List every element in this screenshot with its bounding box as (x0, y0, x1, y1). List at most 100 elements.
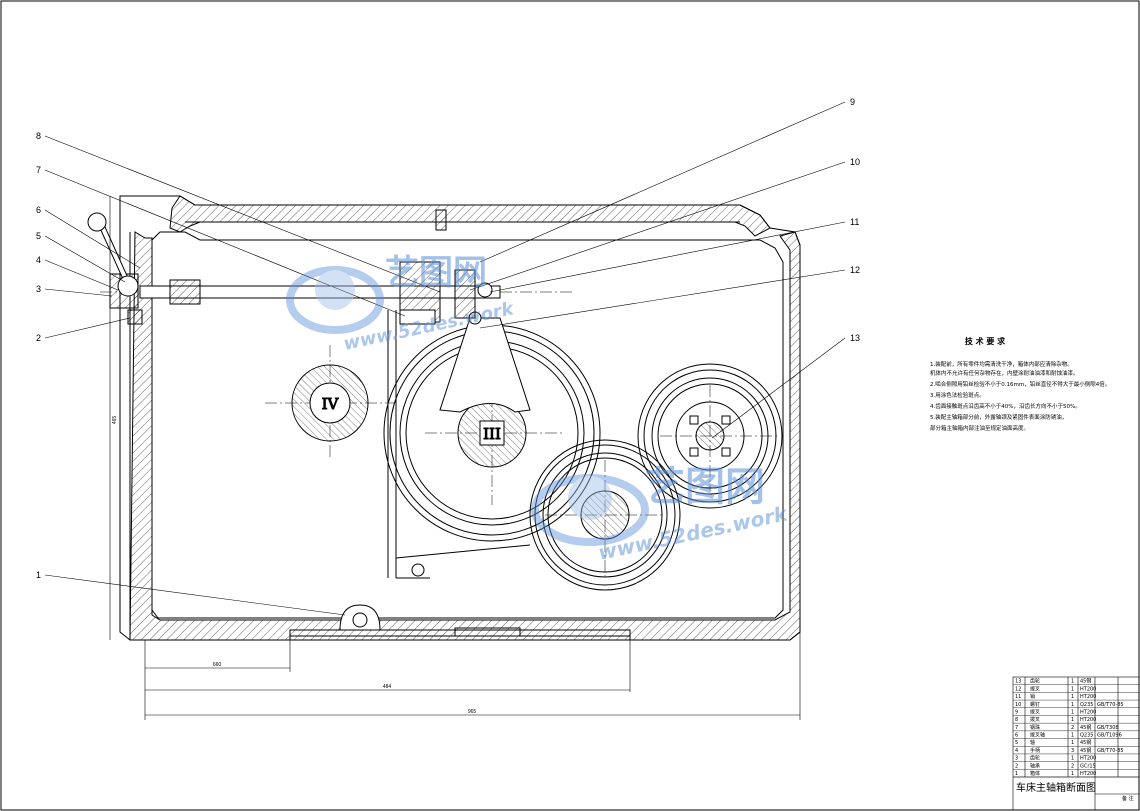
tech-note-line: 4.齿面接触斑点沿齿高不小于40%，沿齿长方向不小于50%。 (930, 402, 1081, 410)
bom-cell-name: 齿轮 (1030, 678, 1040, 685)
bom-cell-no: 1 (1015, 771, 1018, 777)
tech-note-line: 机体内不允许有任何杂物存在，内壁涂耐油油漆和耐蚀油漆。 (930, 369, 1079, 377)
bom-cell-material: HT200 (1080, 771, 1096, 777)
bom-cell-qty: 1 (1071, 709, 1074, 715)
leader-lines (44, 101, 846, 616)
bom-cell-name: 钢珠 (1030, 724, 1040, 731)
callout-10: 10 (850, 157, 860, 167)
dim-height: 465 (112, 416, 118, 425)
callout-3: 3 (36, 284, 41, 294)
bom-cell-material: HT200 (1080, 756, 1096, 762)
watermark-brand: 艺图网 (645, 464, 765, 510)
shaft-iii-label: III (483, 425, 501, 443)
bom-cell-qty: 1 (1071, 740, 1074, 746)
drain-plug (339, 604, 381, 631)
bom-cell-no: 13 (1015, 679, 1021, 685)
callout-7: 7 (36, 165, 41, 175)
tech-note-line: 部分箱主轴箱内部注油至规定油面高度。 (930, 424, 1029, 432)
right-gear (637, 363, 783, 509)
drawing-title: 车床主轴箱断面图 (1016, 781, 1096, 794)
bom-cell-qty: 1 (1071, 686, 1074, 692)
bom-cell-qty: 1 (1071, 702, 1074, 708)
bom-cell-name: 箱体 (1030, 770, 1040, 777)
tech-note-line: 5.装配主轴箱部分前，外露轴颈及紧固件表面涂防锈油， (930, 413, 1067, 421)
bom-cell-material: 45钢 (1080, 678, 1091, 685)
bom-cell-qty: 3 (1071, 748, 1074, 754)
dimension-lines (109, 196, 801, 720)
bom-cell-name: 拨叉轴 (1030, 732, 1045, 739)
bracket-plate (387, 310, 531, 579)
bom-cell-name: 螺钉 (1030, 701, 1040, 708)
bom-cell-material: 45钢 (1080, 724, 1091, 731)
dim-base-length: 484 (383, 684, 392, 690)
bom-cell-material: HT200 (1080, 686, 1096, 692)
technical-notes: 技 术 要 求 1.装配前，所有零件均需清洗干净，箱体内部应清除杂物。 机体内不… (930, 336, 1110, 432)
shaft-iv-label: IV (322, 395, 340, 413)
bom-cell-material: GCr15 (1080, 763, 1096, 769)
bom-cell-no: 6 (1015, 733, 1018, 739)
watermark-logo-icon (286, 266, 384, 334)
bom-cell-no: 8 (1015, 717, 1018, 723)
bom-cell-qty: 1 (1071, 717, 1074, 723)
bom-cell-no: 7 (1015, 725, 1018, 731)
bom-cell-material: HT200 (1080, 694, 1096, 700)
callout-6: 6 (36, 205, 41, 215)
bom-cell-no: 9 (1015, 709, 1018, 715)
bom-cell-material: 45钢 (1080, 747, 1091, 754)
bom-cell-material: 45钢 (1080, 739, 1091, 746)
bom-cell-material: Q235 (1080, 702, 1093, 708)
bom-summary: 备 注 (1122, 795, 1134, 802)
bom-cell-qty: 1 (1071, 694, 1074, 700)
tech-note-line: 2.啮合侧隙用铅丝检验不小于0.16mm，铅丝直径不得大于最小侧隙4倍。 (930, 380, 1110, 388)
shift-rod-assembly (87, 212, 501, 325)
bom-cell-name: 拨叉 (1030, 708, 1040, 715)
bom-cell-name: 轴 (1030, 739, 1035, 746)
callout-8: 8 (36, 131, 41, 141)
bom-cell-note: GB/T1096 (1097, 733, 1122, 739)
bom-cell-no: 11 (1015, 694, 1021, 700)
bom-cell-no: 4 (1015, 748, 1018, 754)
bom-cell-material: HT200 (1080, 709, 1096, 715)
bom-cell-qty: 1 (1071, 756, 1074, 762)
watermark-logo-icon (531, 474, 649, 546)
middle-gear (529, 439, 681, 591)
bom-cell-name: 销 (1030, 693, 1035, 700)
bom-cell-qty: 2 (1071, 725, 1074, 731)
tech-note-line: 1.装配前，所有零件均需清洗干净，箱体内部应清除杂物。 (930, 360, 1073, 368)
bom-cell-qty: 1 (1071, 679, 1074, 685)
watermark-brand: 艺图网 (385, 253, 487, 293)
bom-cell-no: 12 (1015, 686, 1021, 692)
callout-11: 11 (850, 217, 859, 227)
bom-cell-qty: 1 (1071, 771, 1074, 777)
tech-notes-title: 技 术 要 求 (965, 336, 1006, 346)
bom-cell-material: HT200 (1080, 717, 1096, 723)
callout-4: 4 (36, 255, 41, 265)
shaft-iv-gear: IV (291, 364, 369, 442)
bom-cell-no: 3 (1015, 756, 1018, 762)
bom-cell-material: Q235 (1080, 733, 1093, 739)
bom-cell-name: 轴承 (1030, 762, 1040, 769)
bom-cell-note: GB/T308 (1097, 725, 1119, 731)
dim-foot-offset: 660 (213, 662, 222, 668)
callout-9: 9 (850, 97, 855, 107)
bom-cell-no: 10 (1015, 702, 1021, 708)
callout-13: 13 (850, 333, 860, 343)
callout-12: 12 (850, 265, 860, 275)
bom-cell-name: 手柄 (1030, 747, 1040, 754)
bom-cell-note: GB/T70-85 (1097, 748, 1124, 754)
bom-cell-qty: 1 (1071, 733, 1074, 739)
callout-1: 1 (36, 570, 41, 580)
callout-2: 2 (36, 333, 41, 343)
bom-cell-name: 拨叉 (1030, 716, 1040, 723)
bom-cell-qty: 2 (1071, 763, 1074, 769)
callout-5: 5 (36, 231, 41, 241)
bom-cell-no: 5 (1015, 740, 1018, 746)
bom-cell-note: GB/T70-85 (1097, 702, 1124, 708)
dim-overall-width: 965 (468, 709, 477, 715)
centerlines (100, 291, 780, 621)
bom-cell-no: 2 (1015, 763, 1018, 769)
tech-note-line: 3.用涂色法检验斑点。 (930, 391, 985, 399)
